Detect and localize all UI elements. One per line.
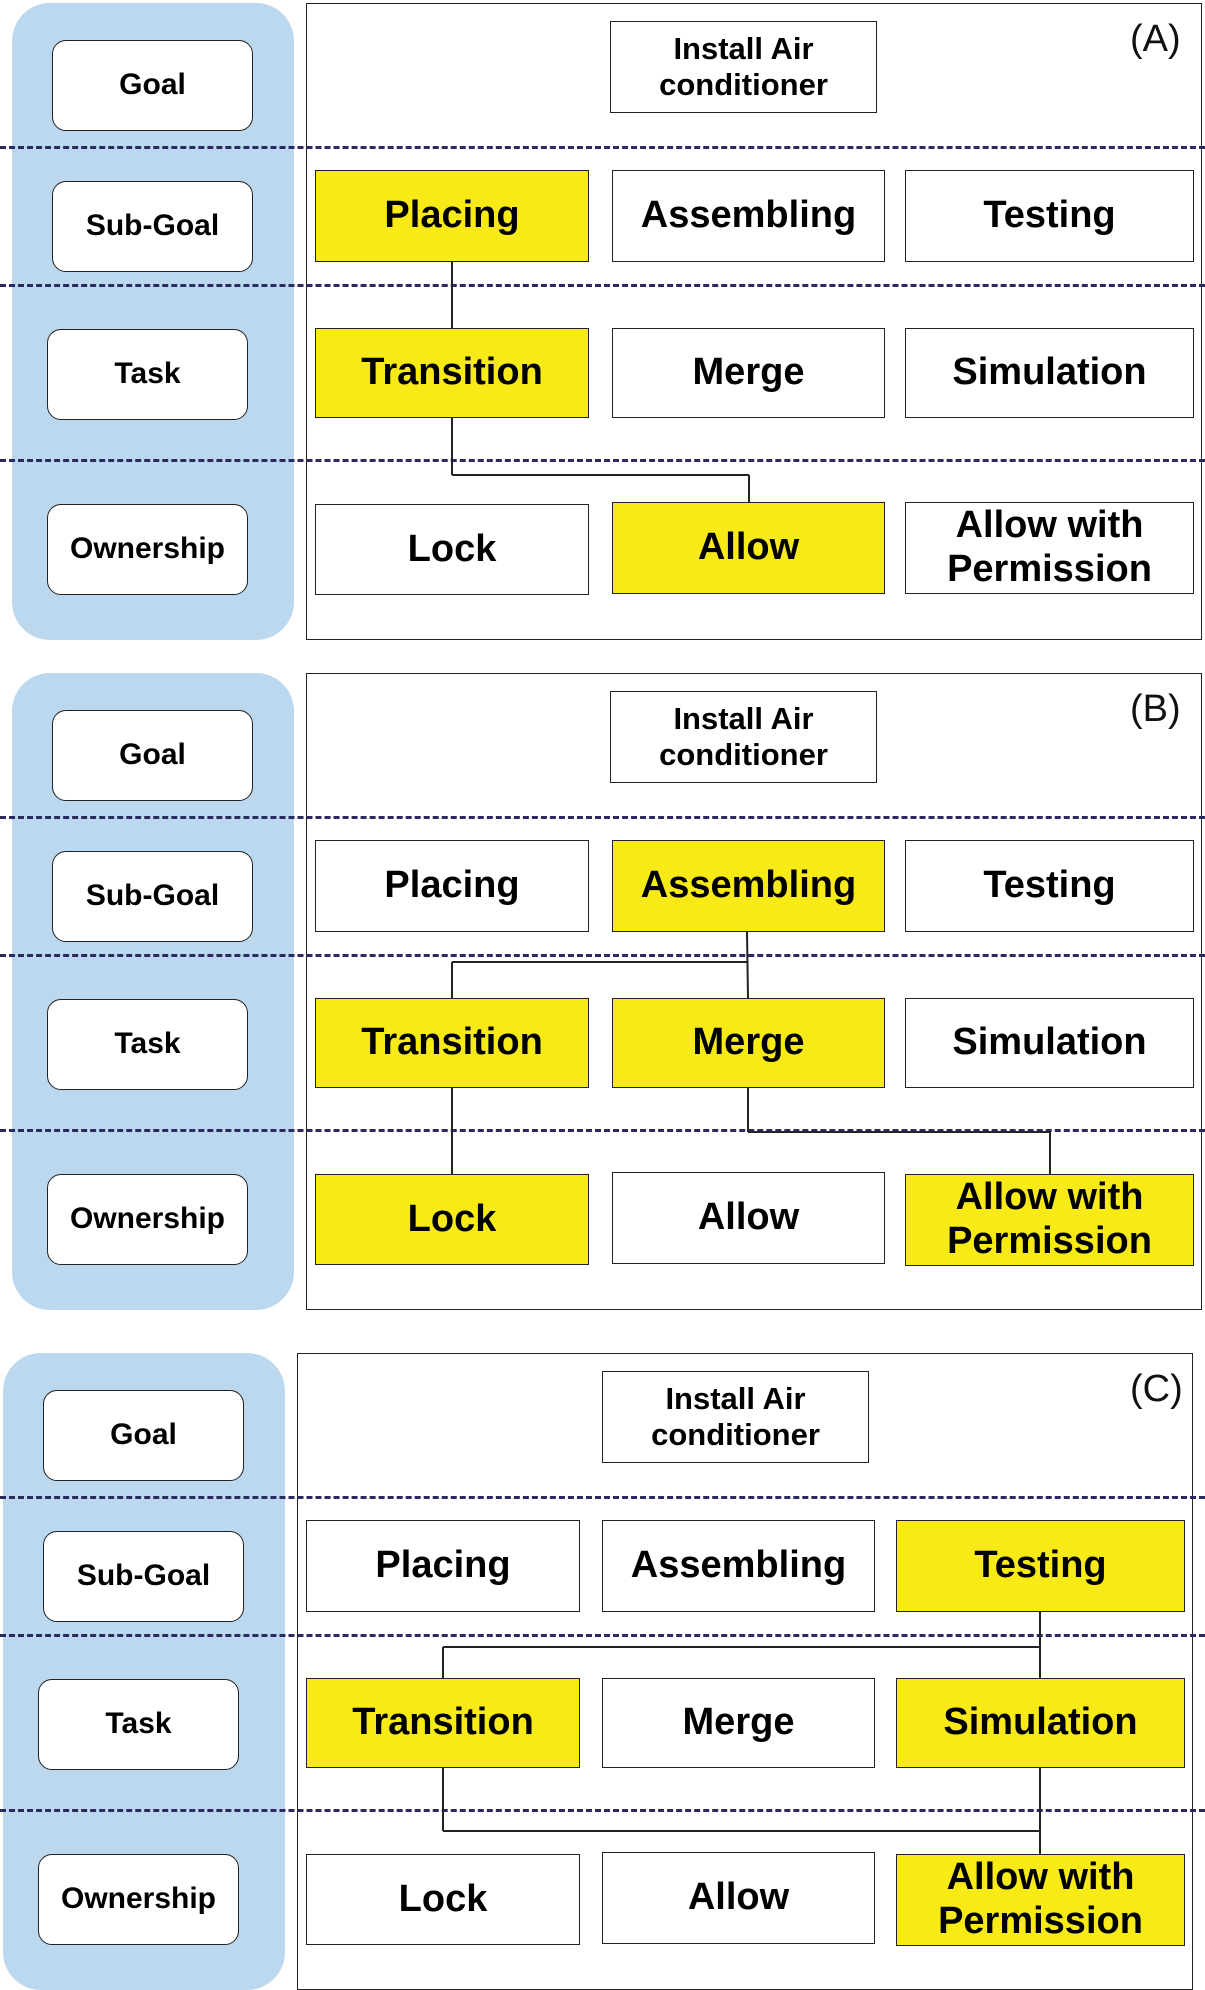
level-task: Task: [47, 329, 248, 420]
ownership-lock: Lock: [315, 504, 589, 595]
subgoal-placing: Placing: [315, 840, 589, 932]
level-divider: [0, 1809, 1205, 1812]
subgoal-placing: Placing: [315, 170, 589, 262]
ownership-allow: Allow: [612, 502, 885, 594]
level-divider: [0, 459, 1205, 462]
task-merge: Merge: [612, 328, 885, 418]
ownership-allow: Allow: [602, 1852, 875, 1944]
goal-node: Install Air conditioner: [602, 1371, 869, 1463]
ownership-allow: Allow: [612, 1172, 885, 1264]
task-transition: Transition: [315, 998, 589, 1088]
task-simulation: Simulation: [905, 998, 1194, 1088]
level-divider: [0, 1129, 1205, 1132]
ownership-allow-with-permission: Allow with Permission: [905, 502, 1194, 594]
panel-label: (B): [1130, 688, 1181, 730]
level-goal: Goal: [52, 710, 253, 801]
panel-b: Goal Sub-Goal Task Ownership (B) Install…: [0, 670, 1205, 1320]
level-divider: [0, 284, 1205, 287]
level-task: Task: [38, 1679, 239, 1770]
goal-node: Install Air conditioner: [610, 691, 877, 783]
ownership-allow-with-permission: Allow with Permission: [896, 1854, 1185, 1946]
task-transition: Transition: [315, 328, 589, 418]
ownership-lock: Lock: [315, 1174, 589, 1265]
panel-c: Goal Sub-Goal Task Ownership (C) Install…: [0, 1340, 1205, 1990]
subgoal-assembling: Assembling: [612, 840, 885, 932]
panel-label: (A): [1130, 18, 1181, 60]
level-task: Task: [47, 999, 248, 1090]
level-sub-goal: Sub-Goal: [52, 181, 253, 272]
goal-node: Install Air conditioner: [610, 21, 877, 113]
task-merge: Merge: [612, 998, 885, 1088]
level-divider: [0, 1634, 1205, 1637]
level-goal: Goal: [52, 40, 253, 131]
ownership-allow-with-permission: Allow with Permission: [905, 1174, 1194, 1266]
level-goal: Goal: [43, 1390, 244, 1481]
subgoal-assembling: Assembling: [612, 170, 885, 262]
panel-label: (C): [1130, 1368, 1183, 1410]
subgoal-testing: Testing: [905, 840, 1194, 932]
subgoal-placing: Placing: [306, 1520, 580, 1612]
level-divider: [0, 146, 1205, 149]
level-sub-goal: Sub-Goal: [43, 1531, 244, 1622]
level-divider: [0, 954, 1205, 957]
subgoal-testing: Testing: [905, 170, 1194, 262]
level-sub-goal: Sub-Goal: [52, 851, 253, 942]
subgoal-assembling: Assembling: [602, 1520, 875, 1612]
level-ownership: Ownership: [38, 1854, 239, 1945]
task-merge: Merge: [602, 1678, 875, 1768]
level-divider: [0, 1496, 1205, 1499]
level-ownership: Ownership: [47, 504, 248, 595]
level-divider: [0, 816, 1205, 819]
task-simulation: Simulation: [905, 328, 1194, 418]
subgoal-testing: Testing: [896, 1520, 1185, 1612]
task-transition: Transition: [306, 1678, 580, 1768]
ownership-lock: Lock: [306, 1854, 580, 1945]
panel-a: Goal Sub-Goal Task Ownership (A) Install…: [0, 0, 1205, 650]
level-ownership: Ownership: [47, 1174, 248, 1265]
task-simulation: Simulation: [896, 1678, 1185, 1768]
